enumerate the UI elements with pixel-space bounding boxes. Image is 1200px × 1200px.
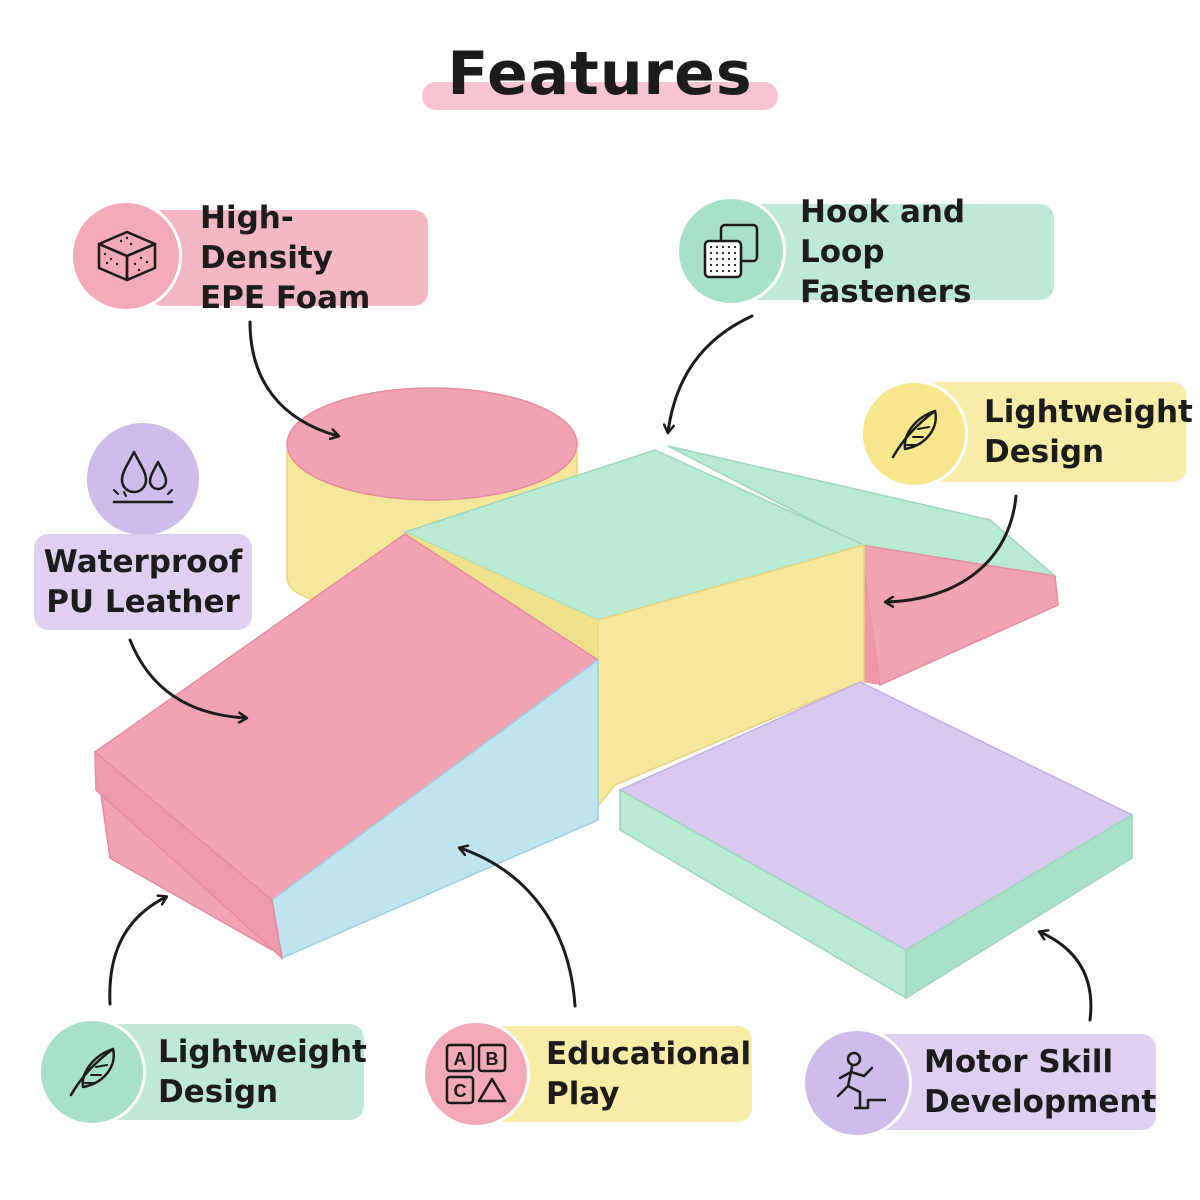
abc-letter-a: A	[454, 1049, 467, 1069]
title-highlight	[422, 82, 778, 110]
feature-light-top-label: Lightweight Design	[926, 382, 1193, 482]
feature-motor-line1: Motor Skill	[924, 1044, 1114, 1080]
arrow-hook	[668, 314, 754, 432]
feature-light-bottom-line2: Design	[158, 1074, 279, 1110]
arrow-foam	[248, 320, 338, 436]
feature-waterproof-label: Waterproof PU Leather	[34, 534, 252, 630]
feature-hook-label: Hook and Loop Fasteners	[740, 194, 1054, 310]
callout-arrows	[108, 314, 1093, 1022]
feature-hook-line1: Hook and Loop	[800, 194, 966, 270]
abc-letter-c: C	[454, 1081, 467, 1101]
arrow-light-top	[886, 494, 1018, 602]
feature-foam-line1: High-Density	[200, 200, 333, 276]
foam-block-icon	[70, 200, 182, 312]
title-area: Features	[0, 34, 1200, 124]
abc-blocks-icon: A B C	[422, 1020, 530, 1128]
feature-waterproof-line1: Waterproof	[43, 544, 243, 580]
arrow-motor	[1040, 932, 1093, 1022]
climbing-person-icon	[802, 1028, 912, 1138]
feature-foam-label: High-Density EPE Foam	[148, 200, 428, 316]
feather-icon	[860, 380, 968, 488]
feature-motor-label: Motor Skill Development	[872, 1034, 1156, 1130]
feature-light-top-line2: Design	[984, 434, 1105, 470]
feature-motor-line2: Development	[924, 1084, 1157, 1120]
water-drops-icon	[84, 420, 202, 538]
feature-foam-line2: EPE Foam	[200, 280, 371, 316]
feature-light-bottom-line1: Lightweight	[158, 1034, 367, 1070]
arrow-light-bottom	[108, 897, 166, 1006]
feature-educational-line1: Educational	[546, 1036, 752, 1072]
square-mat-block	[618, 681, 1134, 1000]
arrow-educational	[460, 848, 577, 1008]
feather-icon	[38, 1018, 146, 1126]
feature-hook-line2: Fasteners	[800, 274, 972, 310]
arrow-waterproof	[128, 638, 246, 718]
feature-waterproof-line2: PU Leather	[46, 584, 240, 620]
page-title: Features	[447, 39, 753, 109]
feature-educational-label: Educational Play	[490, 1026, 752, 1122]
left-wedge-block	[94, 533, 600, 961]
abc-letter-b: B	[486, 1049, 499, 1069]
feature-light-top-line1: Lightweight	[984, 394, 1193, 430]
feature-educational-line2: Play	[546, 1076, 620, 1112]
fastener-icon	[676, 196, 786, 306]
feature-light-bottom-label: Lightweight Design	[106, 1024, 367, 1120]
